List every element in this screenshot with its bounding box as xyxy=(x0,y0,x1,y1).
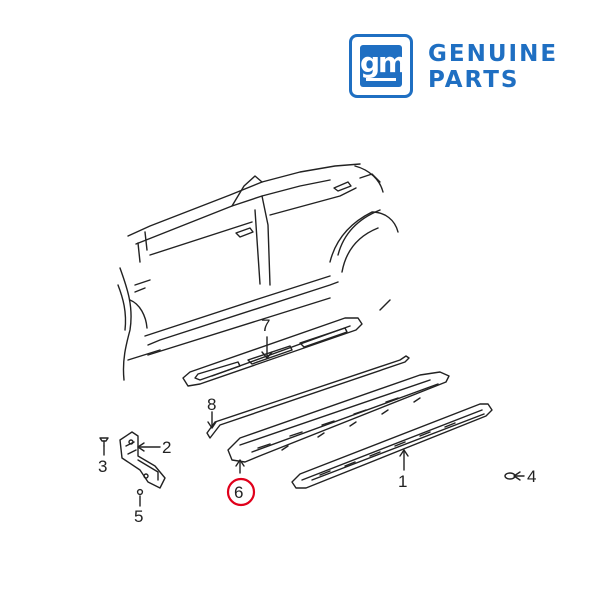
part-8-trim-strip xyxy=(206,355,410,439)
callout-leaders xyxy=(103,336,525,507)
callout-4[interactable]: 4 xyxy=(527,467,536,486)
part-2-bracket xyxy=(119,431,166,489)
part-6-running-board xyxy=(227,371,450,463)
callout-6[interactable]: 6 xyxy=(234,483,243,502)
gm-logo: gm xyxy=(349,34,413,98)
callout-1[interactable]: 1 xyxy=(398,472,407,491)
callout-labels: 7 8 1 2 3 4 5 6 xyxy=(98,316,536,526)
brand-line-parts: PARTS xyxy=(428,67,520,93)
callout-3[interactable]: 3 xyxy=(98,457,107,476)
vehicle-body-outline xyxy=(117,163,399,381)
brand-line-genuine: GENUINE xyxy=(428,41,559,67)
callout-5[interactable]: 5 xyxy=(134,507,143,526)
part-1-rocker-molding xyxy=(291,403,493,489)
part-7-step-pad xyxy=(182,317,363,387)
callout-7[interactable]: 7 xyxy=(261,316,270,335)
callout-2[interactable]: 2 xyxy=(162,438,171,457)
part-5-nut xyxy=(136,488,144,496)
highlight-ring-part-6 xyxy=(226,477,256,507)
callout-8[interactable]: 8 xyxy=(207,395,216,414)
gm-logo-mark: gm xyxy=(360,46,407,79)
part-3-screw xyxy=(99,437,109,447)
